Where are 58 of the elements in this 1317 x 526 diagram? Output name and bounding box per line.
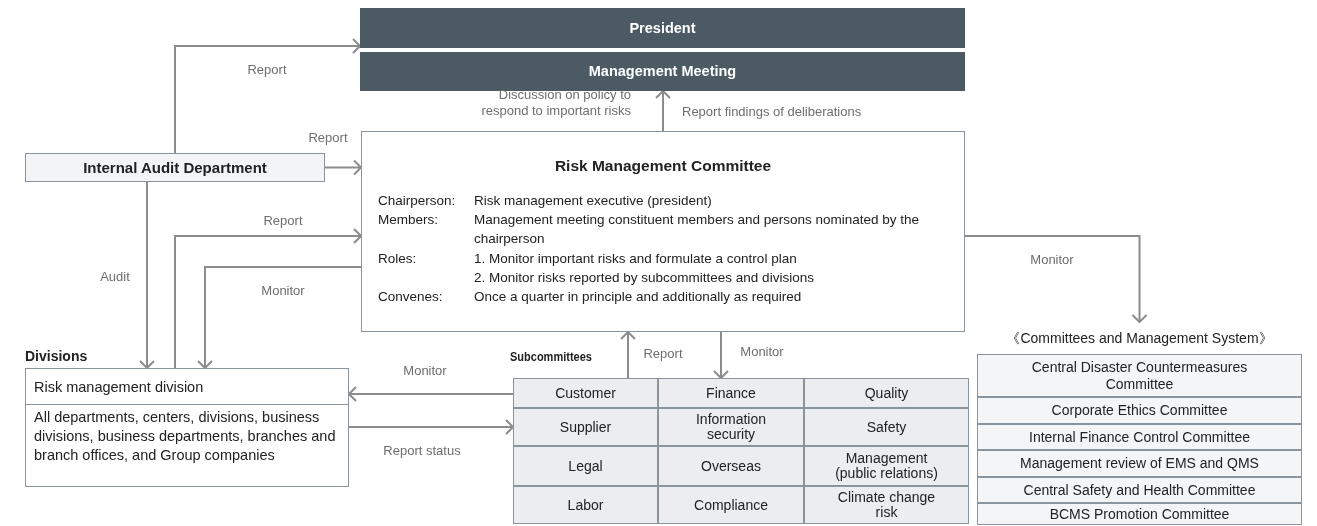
field-label: Chairperson: bbox=[378, 192, 456, 210]
list-row: Management review of EMS and QMS bbox=[977, 450, 1302, 477]
list-row: Corporate Ethics Committee bbox=[977, 397, 1302, 424]
table-cell: Supplier bbox=[513, 408, 658, 446]
list-row: Internal Finance Control Committee bbox=[977, 424, 1302, 450]
group-heading: Divisions bbox=[25, 348, 88, 364]
list-row: Central Disaster Countermeasures Committee bbox=[977, 354, 1302, 397]
table-cell: Customer bbox=[513, 378, 658, 408]
list-row: BCMS Promotion Committee bbox=[977, 503, 1302, 525]
edge-label: Report findings of deliberations bbox=[680, 104, 864, 119]
edge-label: Monitor bbox=[1028, 252, 1076, 267]
band: President bbox=[360, 8, 965, 48]
edge-label: Report bbox=[641, 346, 685, 361]
table-cell: Management (public relations) bbox=[804, 446, 969, 486]
arrow bbox=[964, 235, 1148, 323]
arrow bbox=[139, 181, 155, 369]
table-cell: Safety bbox=[804, 408, 969, 446]
band: Management Meeting bbox=[360, 52, 965, 91]
list-heading: 《Committees and Management System》 bbox=[1005, 330, 1274, 348]
table-cell: Overseas bbox=[658, 446, 804, 486]
field-value: 2. Monitor risks reported by subcommittees and divisions bbox=[474, 269, 815, 287]
table-cell: Labor bbox=[513, 486, 658, 524]
division-box: Risk management division bbox=[25, 368, 349, 405]
edge-label: Monitor bbox=[401, 363, 449, 378]
committee-box bbox=[361, 131, 965, 332]
table-cell: Quality bbox=[804, 378, 969, 408]
field-value: Once a quarter in principle and additionally as required bbox=[474, 288, 803, 306]
arrow bbox=[174, 228, 362, 369]
arrow bbox=[324, 159, 362, 176]
table-cell: Legal bbox=[513, 446, 658, 486]
table-cell: Information security bbox=[658, 408, 804, 446]
arrow bbox=[197, 266, 362, 369]
edge-label: Report bbox=[261, 213, 305, 228]
group-heading: Subcommittees bbox=[510, 350, 592, 364]
department-box: Internal Audit Department bbox=[25, 153, 325, 182]
table-cell: Climate change risk bbox=[804, 486, 969, 524]
field-value: Management meeting constituent members and persons nominated by the chairperson bbox=[474, 211, 920, 248]
table-cell: Compliance bbox=[658, 486, 804, 524]
edge-label: Report bbox=[245, 62, 289, 77]
edge-label: Monitor bbox=[738, 344, 786, 359]
committee-title: Risk Management Committee bbox=[553, 157, 773, 175]
edge-label: Report bbox=[306, 130, 350, 145]
edge-label: Monitor bbox=[259, 283, 307, 298]
edge-label: Report status bbox=[381, 443, 463, 458]
field-label: Members: bbox=[378, 211, 438, 229]
field-value: 1. Monitor important risks and formulate a control plan bbox=[474, 250, 798, 268]
table-cell: Finance bbox=[658, 378, 804, 408]
arrow bbox=[174, 38, 361, 154]
field-value: Risk management executive (president) bbox=[474, 192, 713, 210]
list-row: Central Safety and Health Committee bbox=[977, 477, 1302, 503]
arrow bbox=[620, 331, 636, 379]
field-label: Roles: bbox=[378, 250, 417, 268]
edge-label: Audit bbox=[98, 269, 132, 284]
division-box: All departments, centers, divisions, business divisions, business departments, branches and branch offices, and Group companies bbox=[25, 405, 349, 487]
field-label: Convenes: bbox=[378, 288, 443, 306]
arrow bbox=[655, 90, 671, 132]
arrow bbox=[348, 419, 514, 435]
arrow bbox=[713, 331, 729, 379]
